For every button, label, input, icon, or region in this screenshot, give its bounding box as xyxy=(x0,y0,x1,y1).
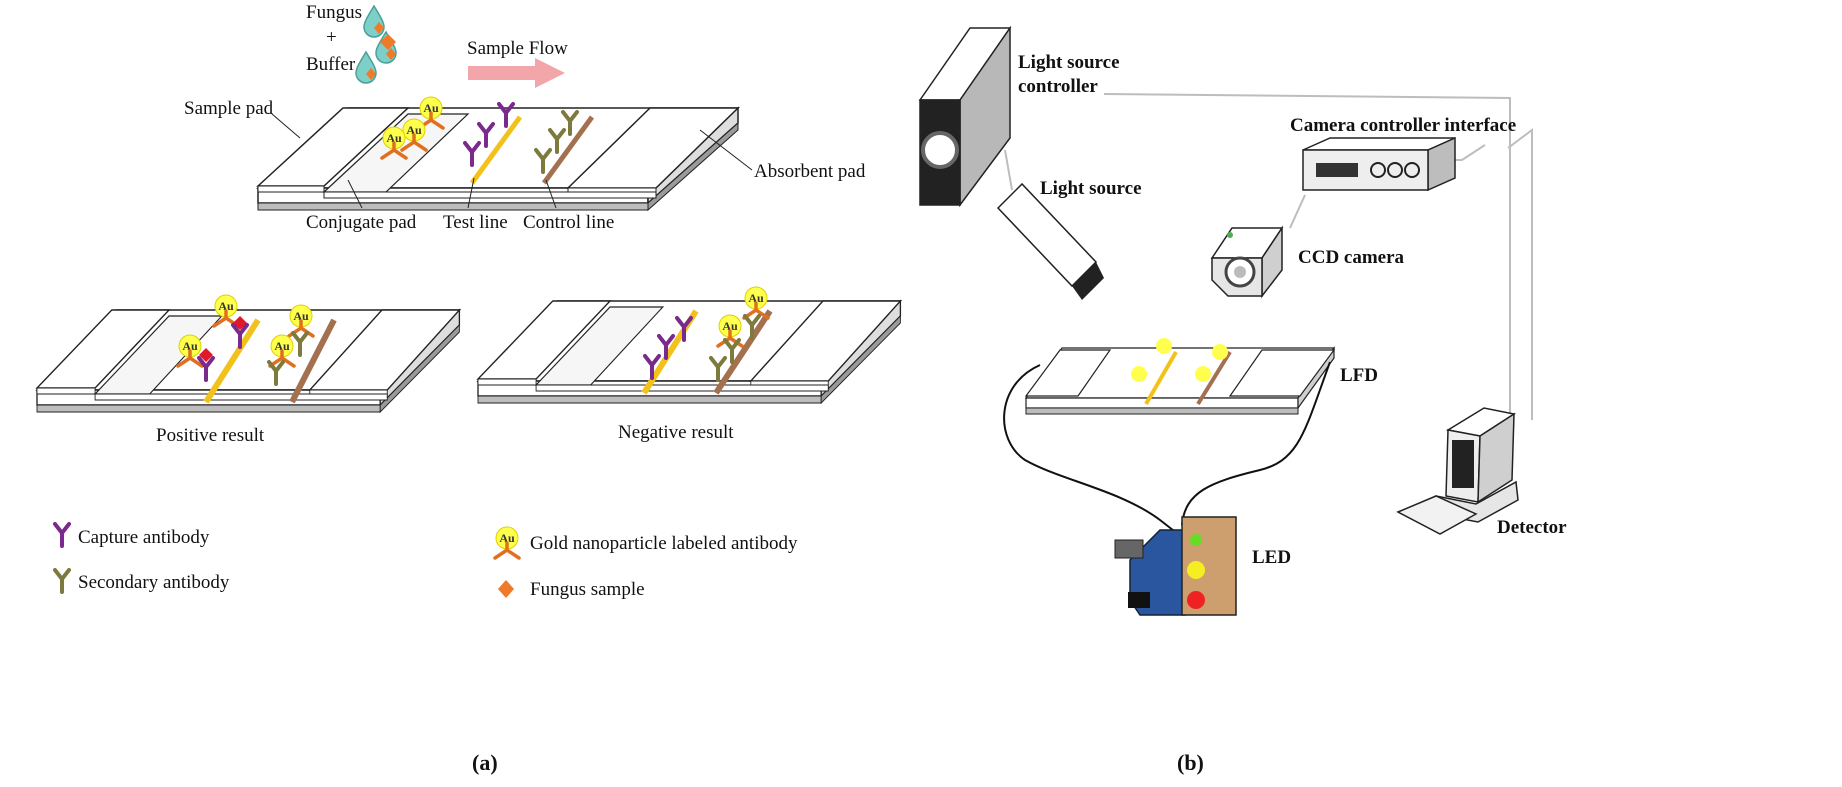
plus-sign: + xyxy=(326,27,337,48)
yellow-led xyxy=(1187,561,1205,579)
control-line-label: Control line xyxy=(523,212,614,233)
lfd-strip: LFD xyxy=(1024,338,1378,415)
connection-wires xyxy=(1004,93,1533,460)
positive-result-strip: Positive result xyxy=(36,293,461,446)
green-led xyxy=(1190,534,1202,546)
test-line-label: Test line xyxy=(443,212,508,233)
led-board: LED xyxy=(1114,516,1291,616)
flow-arrow-icon xyxy=(468,58,565,88)
legend-fungus-sample: Fungus sample xyxy=(530,579,645,600)
gold-antibody-icon xyxy=(1156,338,1172,354)
led-label: LED xyxy=(1252,547,1291,568)
camera-controller-interface: Camera controller interface xyxy=(1290,115,1516,192)
test-line xyxy=(1144,351,1178,405)
caption-b: (b) xyxy=(1177,750,1204,775)
fungus-sample-icon xyxy=(199,348,213,362)
detector-computer: Detector xyxy=(1396,407,1567,538)
test-line xyxy=(469,115,523,185)
detector-label: Detector xyxy=(1497,517,1567,538)
caption-a: (a) xyxy=(472,750,498,775)
legend-capture-antibody: Capture antibody xyxy=(78,527,210,548)
negative-result-strip: Negative result xyxy=(477,285,902,443)
gold-antibody-icon xyxy=(1212,344,1228,360)
fungus-label: Fungus xyxy=(306,2,362,23)
negative-result-label: Negative result xyxy=(618,422,734,443)
test-line xyxy=(203,318,261,404)
conjugate-pad-label: Conjugate pad xyxy=(306,212,417,233)
control-line xyxy=(289,318,337,404)
control-line xyxy=(1196,350,1232,406)
secondary-antibody-icon xyxy=(53,568,71,594)
light-source: Light source xyxy=(996,178,1142,300)
absorbent-pad-label: Absorbent pad xyxy=(754,161,866,182)
positive-result-label: Positive result xyxy=(156,425,265,446)
gold-antibody-icon xyxy=(1131,366,1147,382)
keyboard-icon xyxy=(1396,495,1478,535)
gold-antibody-icon xyxy=(1195,366,1211,382)
legend-secondary-antibody: Secondary antibody xyxy=(78,572,230,593)
panel-b: Light source controller Light source Cam… xyxy=(918,25,1567,775)
power-jack xyxy=(1128,592,1150,608)
light-source-controller: Light source controller xyxy=(918,25,1120,208)
control-line xyxy=(541,115,595,185)
gold-antibody-icon xyxy=(493,525,521,560)
camera-controller-interface-label: Camera controller interface xyxy=(1290,115,1516,136)
fungus-buffer-legend: Fungus + Buffer xyxy=(306,2,397,84)
lfd-label: LFD xyxy=(1340,365,1378,386)
usb-port xyxy=(1114,539,1144,559)
monitor-screen xyxy=(1452,440,1474,488)
ccd-camera: CCD camera xyxy=(1210,225,1405,299)
panel-a: Fungus + Buffer Sample Flow xyxy=(36,2,902,775)
light-source-controller-label-2: controller xyxy=(1018,76,1098,97)
sample-flow-label: Sample Flow xyxy=(467,38,568,59)
legend: Capture antibody Secondary antibody Gold… xyxy=(53,522,798,600)
legend-gold-antibody: Gold nanoparticle labeled antibody xyxy=(530,533,798,554)
fungus-sample-icon xyxy=(380,34,396,50)
fungus-drop-icon xyxy=(363,5,385,38)
fungus-drop-icon xyxy=(355,51,377,84)
sample-flow: Sample Flow xyxy=(467,38,568,88)
lfd-cables xyxy=(1003,361,1331,535)
capture-antibody-icon xyxy=(53,522,71,548)
light-source-controller-label-1: Light source xyxy=(1018,52,1120,73)
ccd-camera-label: CCD camera xyxy=(1298,247,1405,268)
control-line xyxy=(713,309,773,395)
sample-pad-label: Sample pad xyxy=(184,98,274,119)
strip-diagram: Sample pad Conjugate pad Test line Contr… xyxy=(184,95,866,233)
light-source-label: Light source xyxy=(1040,178,1142,199)
buffer-label: Buffer xyxy=(306,54,356,75)
red-led xyxy=(1187,591,1205,609)
fungus-sample-icon xyxy=(498,580,514,598)
